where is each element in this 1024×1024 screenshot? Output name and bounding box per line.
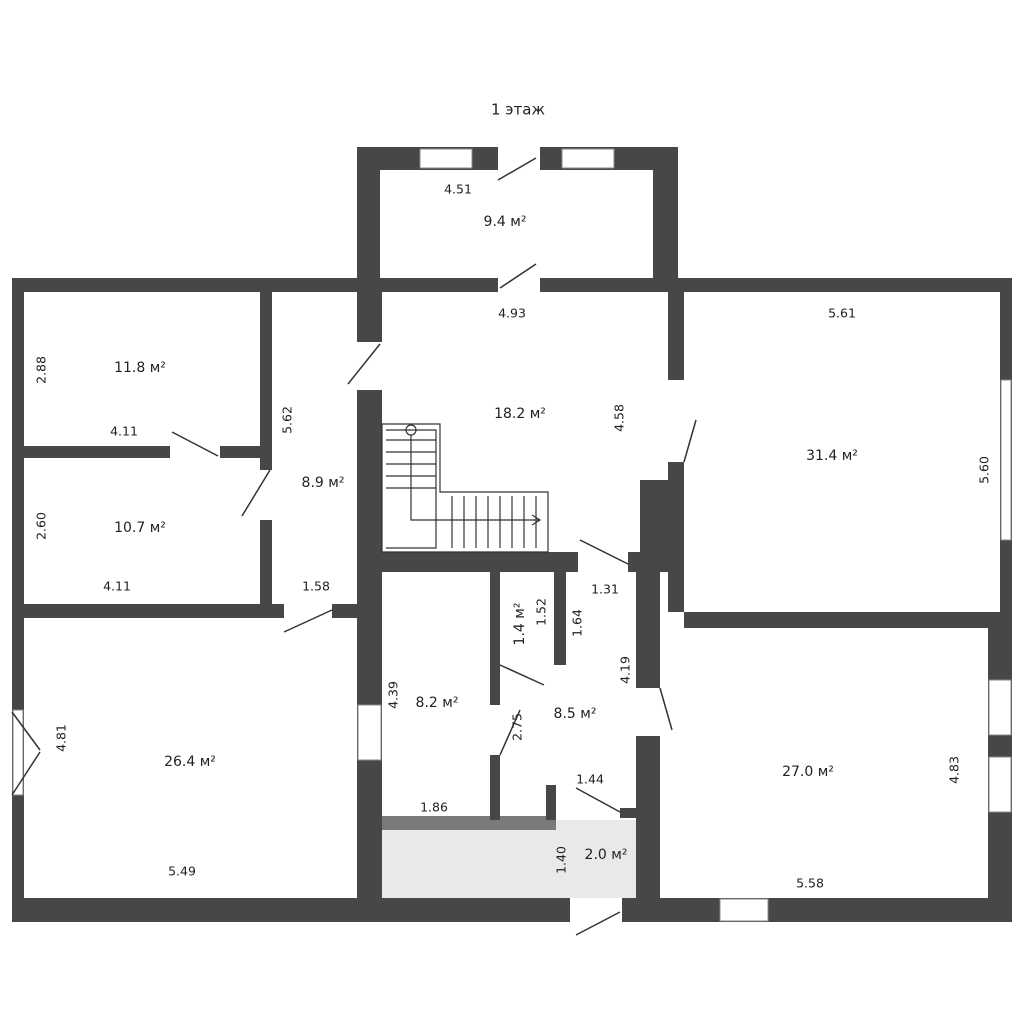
- room-area: 8.2 м²: [416, 695, 459, 711]
- dimension-label: 1.40: [554, 846, 569, 874]
- dimension-label: 5.49: [168, 864, 196, 879]
- openings: [11, 147, 1012, 936]
- window: [1000, 379, 1012, 541]
- dimension-label: 2.75: [510, 713, 525, 741]
- dimension-label: 2.88: [34, 356, 49, 384]
- room-area: 18.2 м²: [494, 406, 546, 422]
- window: [988, 756, 1012, 813]
- window: [12, 709, 24, 796]
- window: [719, 898, 769, 922]
- room-area: 27.0 м²: [782, 764, 834, 780]
- dimension-label: 5.61: [828, 306, 856, 321]
- dimension-label: 4.93: [498, 306, 526, 321]
- dimension-label: 1.52: [534, 598, 549, 626]
- window: [419, 148, 473, 169]
- terrace-area: [382, 820, 636, 898]
- room-area: 31.4 м²: [806, 448, 858, 464]
- dimension-label: 4.19: [618, 656, 633, 684]
- room-area: 1.4 м²: [512, 603, 528, 646]
- dimension-label: 4.51: [444, 182, 472, 197]
- room-area: 10.7 м²: [114, 520, 166, 536]
- dimension-label: 5.58: [796, 876, 824, 891]
- room-area: 8.9 м²: [302, 475, 345, 491]
- dimension-label: 1.31: [591, 582, 619, 597]
- floor-title: 1 этаж: [491, 101, 545, 119]
- dimension-label: 5.62: [280, 406, 295, 434]
- staircase: [381, 423, 549, 553]
- room-area: 11.8 м²: [114, 360, 166, 376]
- room-area: 2.0 м²: [585, 847, 628, 863]
- window: [357, 704, 382, 761]
- dimension-label: 4.81: [54, 724, 69, 752]
- dimension-label: 4.11: [103, 579, 131, 594]
- dimension-label: 2.60: [34, 512, 49, 540]
- room-area: 9.4 м²: [484, 214, 527, 230]
- dimension-label: 4.39: [386, 681, 401, 709]
- terrace-wall: [382, 816, 556, 830]
- dimension-label: 4.83: [947, 756, 962, 784]
- dimension-label: 4.58: [612, 404, 627, 432]
- dimension-label: 1.58: [302, 579, 330, 594]
- window: [561, 148, 615, 169]
- dimension-label: 1.64: [570, 609, 585, 637]
- room-area: 26.4 м²: [164, 754, 216, 770]
- window: [988, 679, 1012, 736]
- dimension-label: 4.11: [110, 424, 138, 439]
- dimension-label: 1.44: [576, 772, 604, 787]
- dimension-label: 1.86: [420, 800, 448, 815]
- dimension-label: 5.60: [977, 456, 992, 484]
- room-area: 8.5 м²: [554, 706, 597, 722]
